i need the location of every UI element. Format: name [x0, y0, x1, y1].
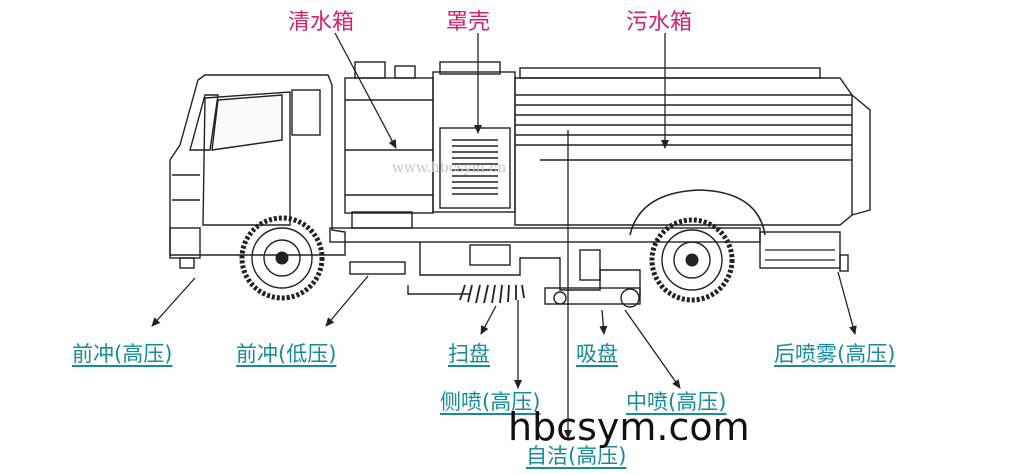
front-wheel: [239, 215, 325, 301]
front-bumper: [169, 227, 201, 259]
sweep-brush: [459, 284, 525, 304]
suction-head: [544, 287, 641, 305]
site-url: hbcsym.com: [508, 405, 750, 449]
label-sweep-disc[interactable]: 扫盘: [448, 342, 490, 366]
leader-arrows: [151, 32, 857, 439]
clean-water-tank-shape: [344, 77, 434, 214]
rear-wheel: [649, 217, 735, 303]
cab-door: [202, 91, 291, 226]
arrow-middle-spray: [624, 309, 681, 389]
arrow-suction-disc: [599, 309, 608, 335]
cab-rear-panel: [291, 89, 321, 136]
hood-shape: [432, 71, 516, 213]
label-suction-disc[interactable]: 吸盘: [576, 342, 618, 366]
label-hood: 罩壳: [446, 10, 491, 35]
arrow-clean-water-tank: [334, 32, 397, 149]
sweeper-mechanism: [419, 242, 641, 295]
vent-slats: [452, 139, 498, 195]
rear-door: [851, 94, 871, 216]
truck-drawing: [169, 61, 871, 308]
label-sewage-tank: 污水箱: [626, 10, 693, 35]
label-front-flush-low[interactable]: 前冲(低压): [236, 342, 337, 366]
arrow-front-flush-high: [151, 277, 196, 327]
cab-windshield: [189, 94, 219, 151]
label-self-clean-high[interactable]: 自洁(高压): [526, 444, 627, 468]
cab-body: [169, 74, 346, 256]
arrow-sweep-disc: [480, 305, 497, 335]
cab-window: [211, 94, 283, 151]
arrow-rear-spray: [837, 271, 857, 335]
watermark-text: www.hbcsym.cn: [392, 160, 507, 176]
arrow-front-flush-low: [325, 275, 369, 327]
label-clean-water-tank: 清水箱: [288, 10, 355, 35]
label-middle-spray-high[interactable]: 中喷(高压): [626, 390, 727, 414]
label-side-spray-high[interactable]: 侧喷(高压): [440, 390, 541, 414]
label-rear-spray-high[interactable]: 后喷雾(高压): [774, 342, 896, 366]
label-front-flush-high[interactable]: 前冲(高压): [72, 342, 173, 366]
sewage-tank-shape: [514, 77, 853, 226]
